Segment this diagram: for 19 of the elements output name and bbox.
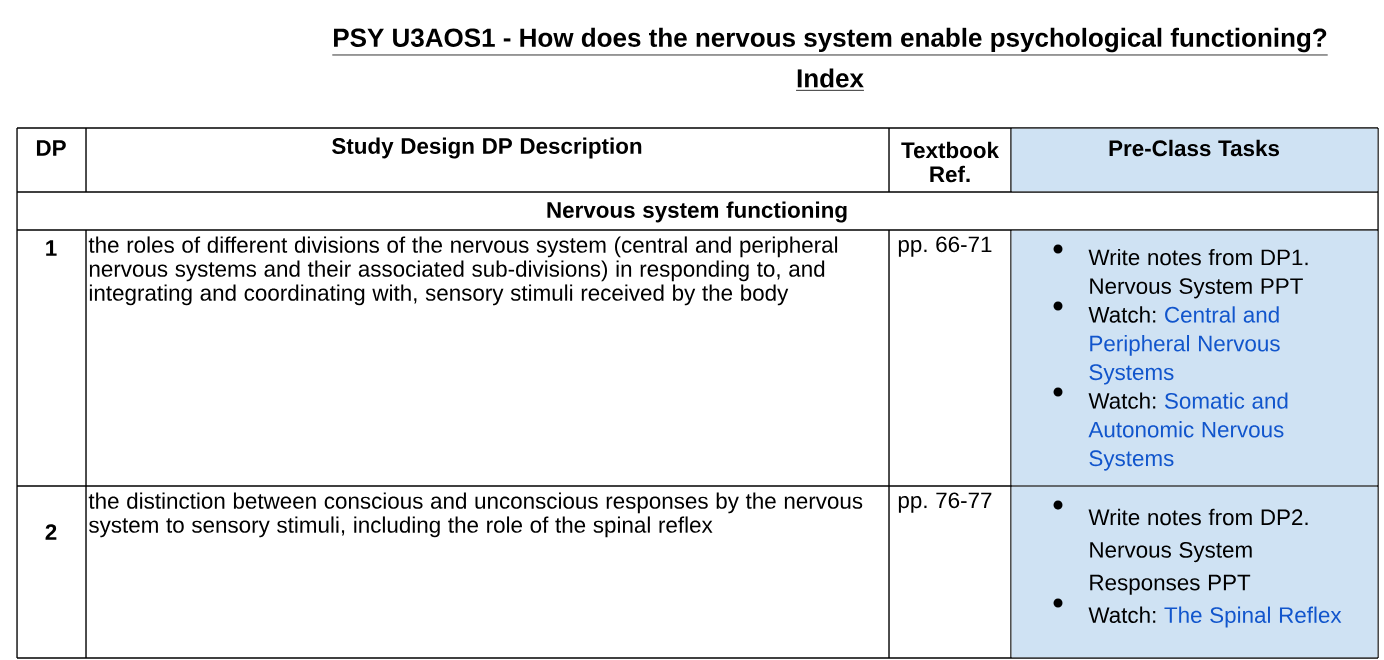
header-cell: Pre-Class Tasks [1011,128,1378,192]
table-cell: the roles of different divisions of the nervous system (central and peripheral nervous systems and their associated sub-divisions) in responding to, and integrating and coordinating with, sensory stimuli received by the body [88,236,838,306]
header-cell: Textbook Ref. [901,141,999,183]
bullet-item: Watch: Central and Peripheral Nervous Systems [1088,306,1280,385]
section-heading: Nervous system functioning [547,201,847,223]
link: The Spinal Reflex [1164,606,1342,628]
title: PSY U3AOS1 - How does the nervous system enable psychological functioning? [331,27,1329,56]
header-cell: DP [36,140,66,156]
subtitle: Index [795,68,865,91]
table-cell: the distinction between conscious and unconscious responses by the nervous system to sensory stimuli, including the role of the spinal reflex [88,492,863,538]
bullet-item: Watch: The Spinal Reflex [1088,606,1342,628]
table-cell: 2 [45,524,57,540]
table-cell: pp. 76-77 [898,492,992,513]
bullet-item: Write notes from DP2. Nervous System Responses PPT [1088,508,1308,595]
table-cell: pp. 66-71 [898,236,992,257]
table-cell: 1 [46,240,57,256]
bullet-item: Watch: Somatic and Autonomic Nervous Systems [1088,392,1288,471]
header-cell: Study Design DP Description [332,137,642,159]
bullet-item: Write notes from DP1. Nervous System PPT [1088,248,1308,299]
